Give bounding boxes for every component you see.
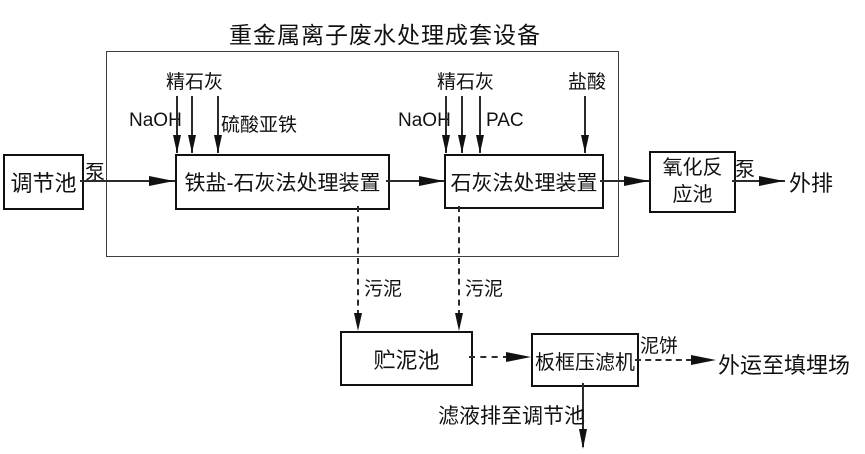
label-discharge: 外排 xyxy=(789,171,834,196)
label-sludge-1: 污泥 xyxy=(364,279,403,300)
node-regulating-tank: 调节池 xyxy=(3,154,84,210)
arrowhead-down-icon xyxy=(354,313,362,331)
arrowhead-down-icon xyxy=(579,429,587,449)
label-filtrate-return: 滤液排至调节池 xyxy=(438,405,585,428)
label-mud-cake: 泥饼 xyxy=(640,336,679,357)
sludge-line xyxy=(357,206,359,316)
flow-line xyxy=(386,180,444,182)
arrowhead-down-icon xyxy=(581,135,589,153)
dosing-line xyxy=(479,96,481,153)
node-lime-unit: 石灰法处理装置 xyxy=(444,154,604,209)
label-ferrous-sulfate: 硫酸亚铁 xyxy=(221,115,298,136)
label-sludge-2: 污泥 xyxy=(465,279,504,300)
label-refined-lime-2: 精石灰 xyxy=(437,72,495,93)
label-naoh-1: NaOH xyxy=(129,110,182,131)
oxidation-tank-label-line1: 氧化反 xyxy=(662,157,723,179)
sludge-line xyxy=(469,356,509,358)
label-naoh-2: NaOH xyxy=(398,110,451,131)
arrowhead-down-icon xyxy=(442,135,450,153)
diagram-title: 重金属离子废水处理成套设备 xyxy=(229,22,541,48)
equipment-boundary-box xyxy=(106,51,619,257)
label-hydrochloric-acid: 盐酸 xyxy=(568,72,607,93)
dosing-line xyxy=(584,96,586,153)
label-to-landfill: 外运至填埋场 xyxy=(718,353,851,378)
label-pump-1: 泵 xyxy=(85,162,105,184)
dosing-line xyxy=(217,96,219,153)
sludge-line xyxy=(458,206,460,316)
flow-line xyxy=(80,180,175,182)
arrowhead-down-icon xyxy=(458,135,466,153)
filtrate-line xyxy=(582,383,584,447)
label-pump-2: 泵 xyxy=(735,159,755,181)
sludge-line xyxy=(635,359,692,361)
arrowhead-right-icon xyxy=(149,176,174,186)
label-refined-lime-1: 精石灰 xyxy=(166,72,224,93)
dosing-line xyxy=(191,96,193,153)
oxidation-tank-label-line2: 应池 xyxy=(672,184,713,206)
node-filter-press: 板框压滤机 xyxy=(531,333,639,387)
arrowhead-down-icon xyxy=(214,135,222,153)
arrowhead-right-icon xyxy=(506,352,531,362)
node-oxidation-tank: 氧化反 应池 xyxy=(649,151,736,213)
arrowhead-right-icon xyxy=(759,176,784,186)
arrowhead-right-icon xyxy=(691,355,716,365)
node-sludge-tank: 贮泥池 xyxy=(340,331,473,386)
arrowhead-down-icon xyxy=(173,135,181,153)
arrowhead-right-icon xyxy=(624,176,649,186)
node-iron-lime-unit: 铁盐-石灰法处理装置 xyxy=(175,154,390,210)
arrowhead-down-icon xyxy=(455,313,463,331)
label-pac: PAC xyxy=(486,110,524,131)
flow-line xyxy=(732,180,785,182)
dosing-line xyxy=(461,96,463,153)
arrowhead-down-icon xyxy=(188,135,196,153)
arrowhead-right-icon xyxy=(419,176,444,186)
dosing-line xyxy=(176,96,178,153)
dosing-line xyxy=(445,96,447,153)
arrowhead-down-icon xyxy=(476,135,484,153)
